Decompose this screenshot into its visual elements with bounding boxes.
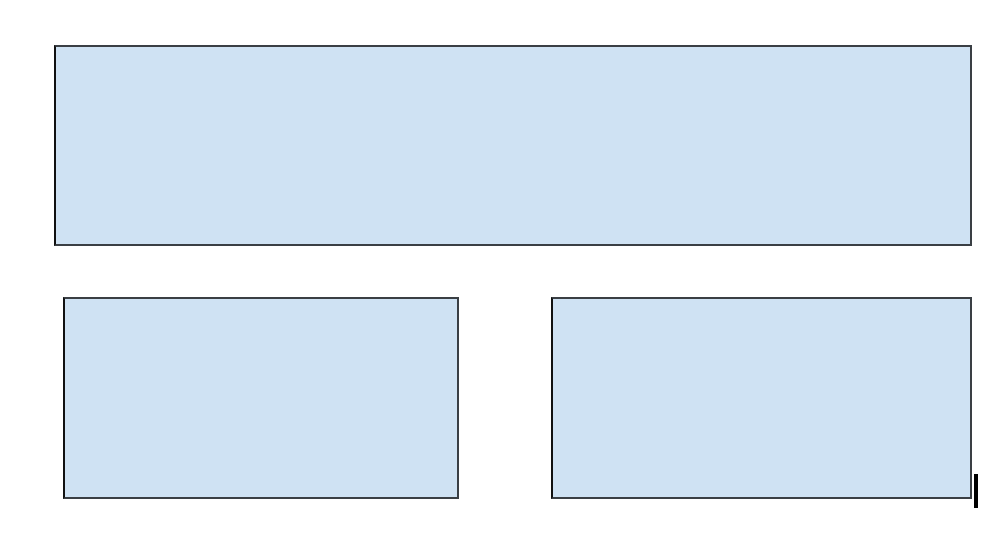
bottom-right-rectangle[interactable] <box>551 297 972 499</box>
text-cursor-icon <box>974 474 978 508</box>
bottom-left-rectangle[interactable] <box>63 297 459 499</box>
top-rectangle[interactable] <box>54 45 972 246</box>
